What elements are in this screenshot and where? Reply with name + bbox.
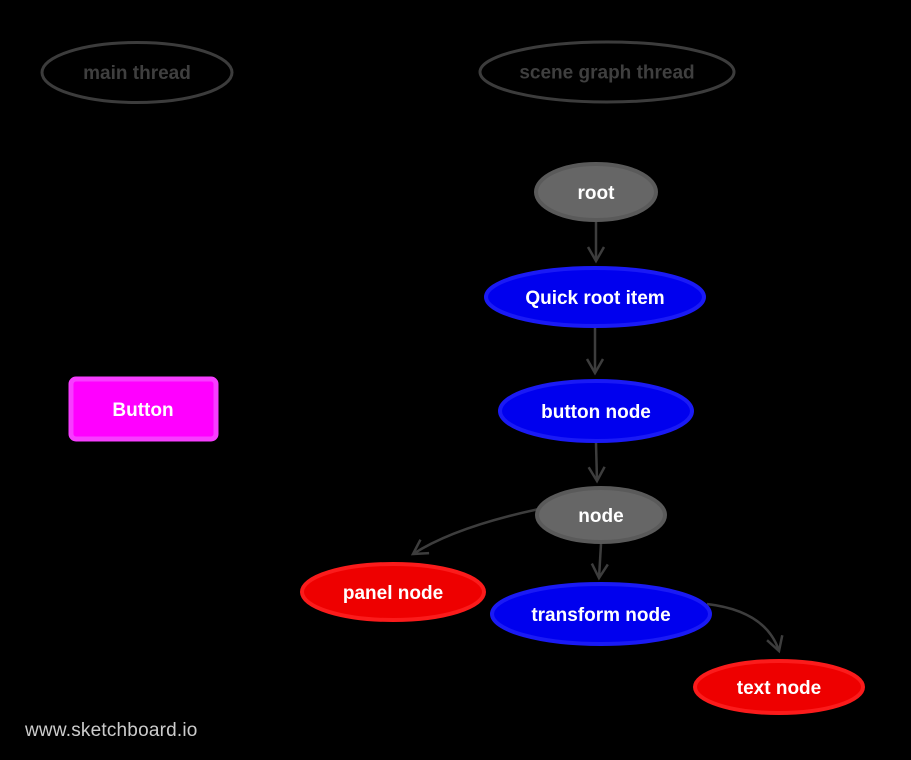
node-shape[interactable] [535, 486, 667, 544]
main-thread-label: main thread [83, 63, 191, 84]
node-node[interactable]: node [535, 486, 667, 544]
edge-node-to-panel-node[interactable] [410, 507, 540, 556]
node-button-node[interactable]: button node [498, 379, 694, 443]
scene-graph-thread-label: scene graph thread [519, 63, 694, 84]
lane-main-thread[interactable]: main thread [40, 41, 234, 104]
panel-node-label: panel node [343, 583, 443, 604]
edge-node-to-transform-node[interactable] [590, 543, 609, 581]
transform-node-shape[interactable] [490, 582, 712, 646]
button-node-shape[interactable] [498, 379, 694, 443]
quick-root-item-node-label: Quick root item [525, 288, 664, 309]
node-root[interactable]: root [534, 162, 658, 222]
panel-node-shape[interactable] [300, 562, 486, 622]
edge-transform-node-to-text-node[interactable] [706, 602, 784, 654]
button-rect-node[interactable]: Button [68, 376, 219, 442]
node-quick-root-item[interactable]: Quick root item [484, 266, 706, 328]
sketchboard-watermark: www.sketchboard.io [24, 720, 198, 741]
text-node-shape[interactable] [693, 659, 865, 715]
node-text-node[interactable]: text node [693, 659, 865, 715]
edge-group [410, 222, 784, 654]
button-rect-shape[interactable] [68, 376, 219, 442]
root-node-label: root [578, 183, 616, 204]
quick-root-item-node-shape[interactable] [484, 266, 706, 328]
edge-button-node-to-node[interactable] [587, 442, 606, 484]
button-node-label: button node [541, 402, 651, 423]
text-node-label: text node [737, 678, 821, 699]
button-rect-label: Button [112, 400, 173, 421]
node-label: node [578, 506, 623, 527]
node-panel-node[interactable]: panel node [300, 562, 486, 622]
scene-graph-thread-ellipse[interactable] [478, 40, 736, 104]
node-transform-node[interactable]: transform node [490, 582, 712, 646]
main-thread-ellipse[interactable] [40, 41, 234, 104]
lane-scene-graph-thread[interactable]: scene graph thread [478, 40, 736, 104]
transform-node-label: transform node [531, 605, 670, 626]
root-node-shape[interactable] [534, 162, 658, 222]
